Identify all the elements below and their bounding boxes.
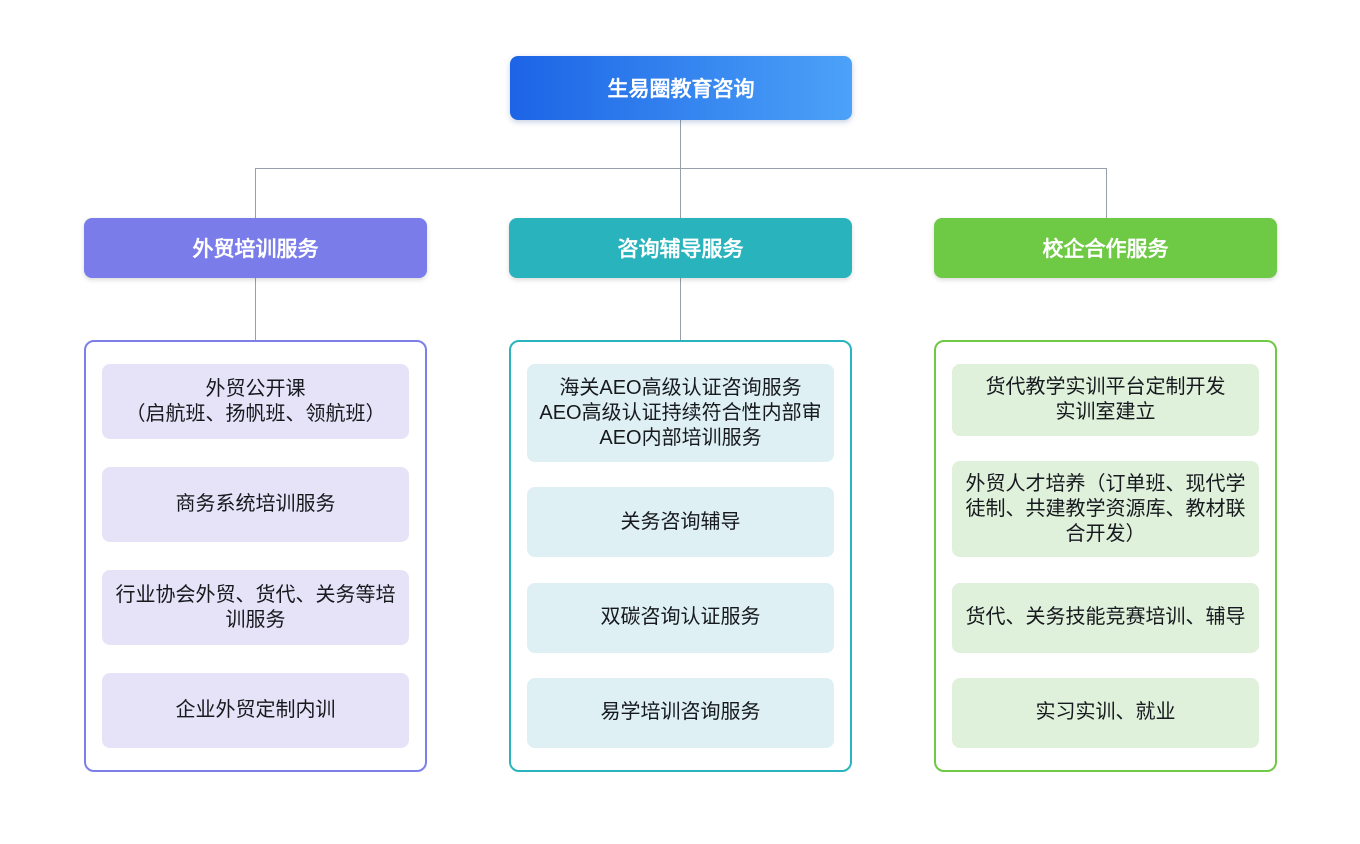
connector-branch2-drop [680, 168, 681, 218]
connector-branch1-container [255, 278, 256, 340]
leaf-label: 实习实训、就业 [1035, 701, 1176, 724]
branch-header-label: 外贸培训服务 [192, 238, 319, 261]
branch-header-label: 校企合作服务 [1042, 238, 1169, 261]
leaf-label: 外贸公开课 （启航班、扬帆班、领航班） [125, 377, 386, 425]
branch-school-enterprise-leaves: 货代教学实训平台定制开发 实训室建立 外贸人才培养（订单班、现代学徒制、共建教学… [934, 340, 1277, 772]
branch-consulting-leaves: 海关AEO高级认证咨询服务 AEO高级认证持续符合性内部审 AEO内部培训服务 … [509, 340, 852, 772]
leaf-label: 商务系统培训服务 [175, 493, 336, 515]
leaf-label: 双碳咨询认证服务 [600, 606, 761, 629]
leaf-node: 海关AEO高级认证咨询服务 AEO高级认证持续符合性内部审 AEO内部培训服务 [527, 364, 834, 462]
leaf-label: 企业外贸定制内训 [175, 699, 336, 721]
leaf-node: 货代教学实训平台定制开发 实训室建立 [952, 364, 1259, 436]
branch-header-label: 咨询辅导服务 [617, 238, 744, 261]
branch-school-enterprise: 校企合作服务 货代教学实训平台定制开发 实训室建立 外贸人才培养（订单班、现代学… [934, 218, 1277, 772]
root-node-label: 生易圈教育咨询 [607, 78, 755, 101]
leaf-label: 关务咨询辅导 [620, 510, 741, 533]
leaf-node: 双碳咨询认证服务 [527, 582, 834, 653]
leaf-node: 行业协会外贸、货代、关务等培训服务 [102, 570, 409, 645]
leaf-label: 海关AEO高级认证咨询服务 AEO高级认证持续符合性内部审 AEO内部培训服务 [539, 376, 822, 449]
leaf-node: 易学培训咨询服务 [527, 677, 834, 748]
branch-header-consulting: 咨询辅导服务 [509, 218, 852, 278]
leaf-node: 货代、关务技能竞赛培训、辅导 [952, 582, 1259, 653]
branch-trade-training-leaves: 外贸公开课 （启航班、扬帆班、领航班） 商务系统培训服务 行业协会外贸、货代、关… [84, 340, 427, 772]
leaf-node: 外贸人才培养（订单班、现代学徒制、共建教学资源库、教材联合开发） [952, 461, 1259, 558]
leaf-node: 外贸公开课 （启航班、扬帆班、领航班） [102, 364, 409, 439]
leaf-node: 关务咨询辅导 [527, 487, 834, 558]
branch-header-school-enterprise: 校企合作服务 [934, 218, 1277, 278]
leaf-node: 企业外贸定制内训 [102, 673, 409, 748]
connector-branch1-drop [255, 168, 256, 218]
leaf-label: 货代教学实训平台定制开发 实训室建立 [985, 376, 1226, 423]
connector-branch2-container [680, 278, 681, 340]
branch-trade-training: 外贸培训服务 外贸公开课 （启航班、扬帆班、领航班） 商务系统培训服务 行业协会… [84, 218, 427, 772]
connector-root-drop [680, 120, 681, 168]
connector-branch3-drop [1106, 168, 1107, 218]
leaf-label: 行业协会外贸、货代、关务等培训服务 [115, 583, 396, 631]
leaf-label: 易学培训咨询服务 [600, 701, 761, 724]
root-node: 生易圈教育咨询 [510, 56, 852, 120]
leaf-label: 外贸人才培养（订单班、现代学徒制、共建教学资源库、教材联合开发） [965, 472, 1246, 545]
leaf-node: 实习实训、就业 [952, 677, 1259, 748]
branch-header-trade-training: 外贸培训服务 [84, 218, 427, 278]
leaf-node: 商务系统培训服务 [102, 467, 409, 542]
branch-consulting: 咨询辅导服务 海关AEO高级认证咨询服务 AEO高级认证持续符合性内部审 AEO… [509, 218, 852, 772]
leaf-label: 货代、关务技能竞赛培训、辅导 [965, 606, 1246, 629]
